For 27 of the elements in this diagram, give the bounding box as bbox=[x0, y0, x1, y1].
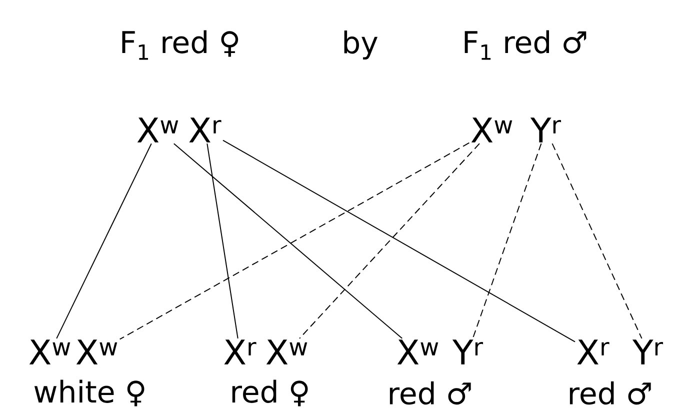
cross-label: F$_{1}$ red ♂ bbox=[464, 30, 586, 60]
phenotype-label: red ♀ bbox=[232, 380, 308, 406]
phenotype-label: red ♂ bbox=[390, 381, 471, 405]
line bbox=[222, 140, 576, 342]
allele-letter: X$^{w}$ bbox=[471, 118, 512, 142]
allele-letter: Y$^{r}$ bbox=[632, 340, 664, 364]
allele-letter: Y$^{r}$ bbox=[530, 118, 562, 142]
allele-letter: X$^{w}$ bbox=[266, 340, 308, 364]
dashed-line bbox=[299, 143, 480, 339]
allele-letter: X$^{r}$ bbox=[189, 118, 222, 142]
allele-letter: X$^{w}$ bbox=[76, 340, 118, 364]
allele-letter: X$^{r}$ bbox=[224, 340, 256, 364]
allele-letter: X$^{w}$ bbox=[397, 340, 438, 364]
line bbox=[173, 143, 403, 339]
cross-label: by bbox=[344, 30, 378, 60]
allele-letter: X$^{r}$ bbox=[577, 340, 610, 364]
dashed-line bbox=[552, 143, 642, 339]
line bbox=[206, 143, 238, 339]
line bbox=[56, 143, 152, 339]
cross-label: F$_{1}$ red ♀ bbox=[122, 30, 238, 60]
dashed-line bbox=[472, 143, 542, 339]
dashed-line bbox=[119, 142, 470, 340]
phenotype-label: red ♂ bbox=[570, 381, 651, 405]
phenotype-label: white ♀ bbox=[34, 380, 144, 406]
allele-letter: Y$^{r}$ bbox=[452, 340, 484, 364]
allele-letter: X$^{w}$ bbox=[137, 118, 178, 142]
allele-letter: X$^{w}$ bbox=[29, 340, 70, 364]
